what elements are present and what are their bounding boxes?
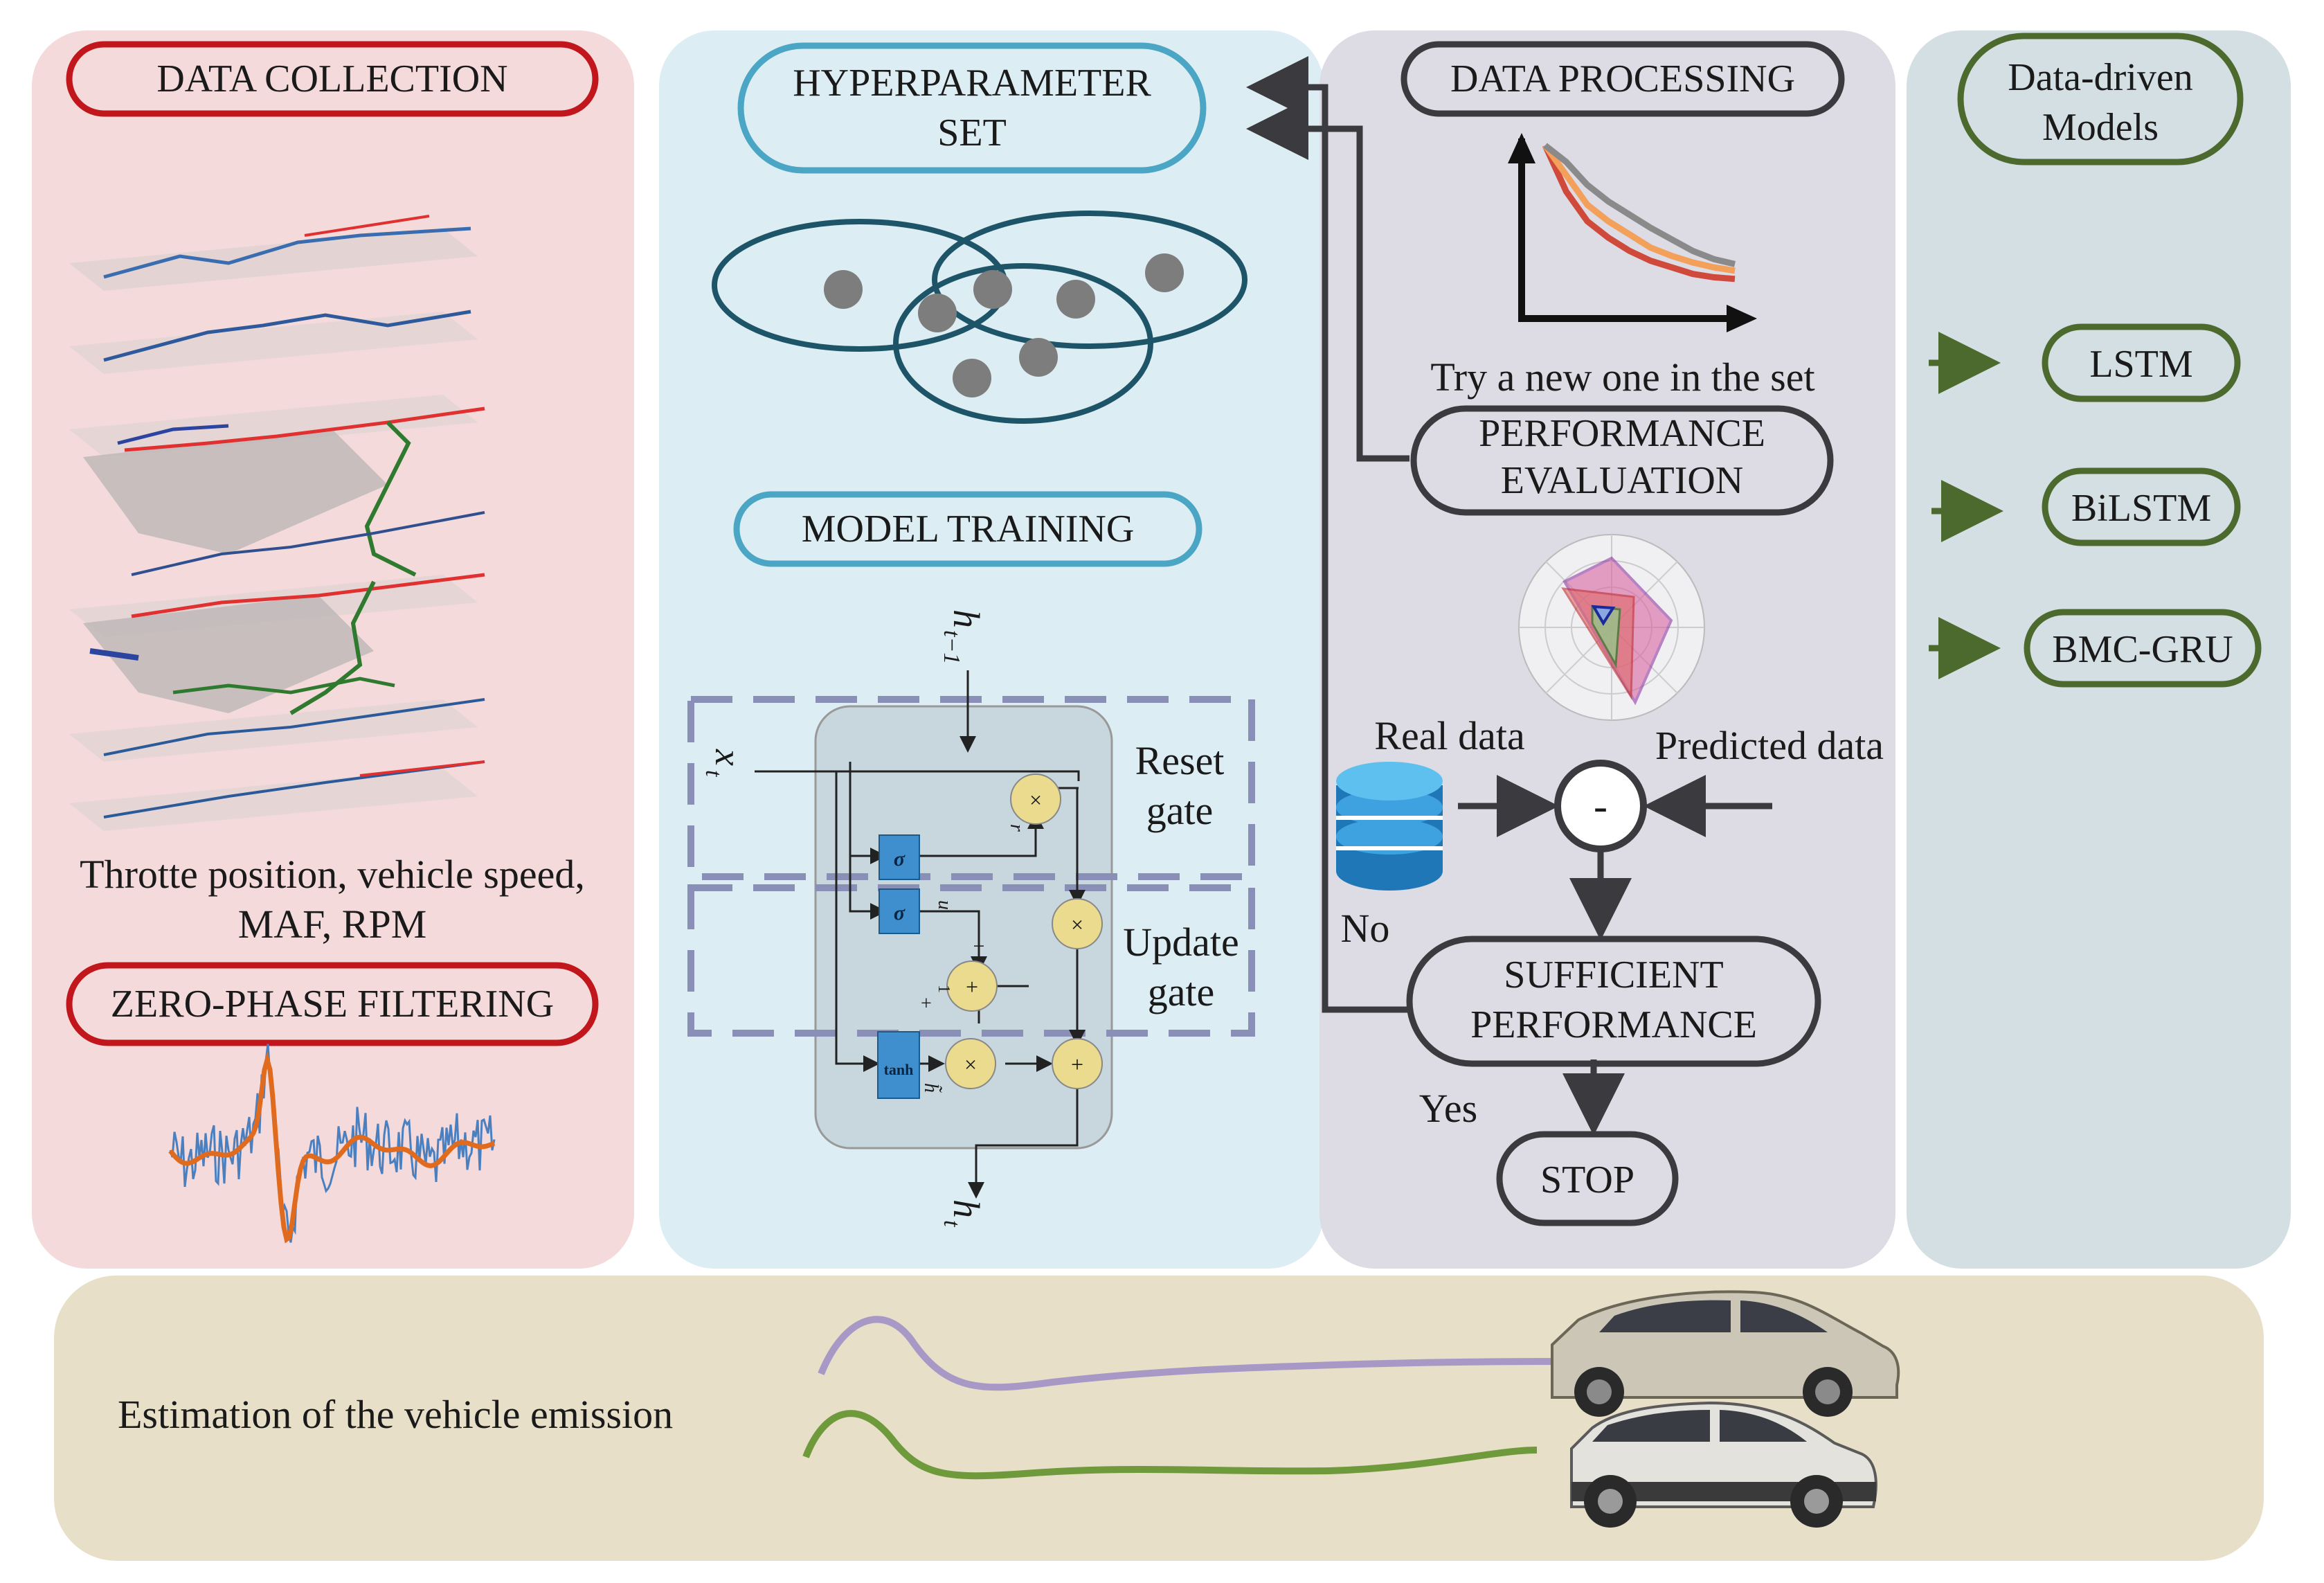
hidden-out-label: h t bbox=[939, 1199, 987, 1228]
performance-evaluation-text-2: EVALUATION bbox=[1501, 459, 1744, 502]
update-gate-region bbox=[687, 884, 1255, 1037]
update-gate-label-2: gate bbox=[1148, 969, 1215, 1014]
performance-evaluation-text-1: PERFORMANCE bbox=[1479, 412, 1765, 455]
svg-text:x: x bbox=[708, 749, 749, 766]
reset-gate-label-1: Reset bbox=[1135, 738, 1225, 783]
tanh-label: tanh bbox=[884, 1061, 914, 1078]
lstm-text: LSTM bbox=[2089, 343, 2192, 386]
sufficient-performance-text-1: SUFFICIENT bbox=[1504, 954, 1723, 996]
sufficient-performance-box: SUFFICIENT PERFORMANCE bbox=[1406, 936, 1821, 1067]
models-title: Data-driven Models bbox=[1957, 33, 2244, 166]
radar-chart-illustration bbox=[1518, 534, 1705, 721]
data-collection-caption-2: MAF, RPM bbox=[238, 902, 427, 947]
reset-output-label: r bbox=[1006, 824, 1027, 832]
hyperparameter-sets-venn bbox=[712, 211, 1247, 424]
chart-y-arrowhead bbox=[1508, 133, 1535, 163]
svg-text:t: t bbox=[939, 1220, 964, 1228]
sufficient-performance-text-2: PERFORMANCE bbox=[1470, 1003, 1757, 1046]
gru-cell-diagram: σ σ tanh × × + × + − 1 + r u h̃ x t h t−… bbox=[687, 609, 1255, 1228]
update-multiply-op: × bbox=[1071, 912, 1083, 937]
models-title-text-2: Models bbox=[2042, 106, 2159, 149]
emission-wave-green bbox=[802, 1410, 1538, 1480]
subtraction-node: - bbox=[1554, 760, 1647, 852]
one-minus-op: + bbox=[966, 974, 978, 999]
one-plus-label: + bbox=[921, 993, 932, 1014]
yes-label: Yes bbox=[1419, 1086, 1477, 1131]
stop-box: STOP bbox=[1496, 1131, 1679, 1226]
candidate-label: h̃ bbox=[920, 1083, 942, 1093]
data-collection-title-text: DATA COLLECTION bbox=[156, 57, 507, 100]
emission-wave-purple bbox=[818, 1316, 1567, 1391]
update-gate-label-1: Update bbox=[1123, 920, 1239, 965]
no-label: No bbox=[1341, 906, 1390, 951]
stop-text: STOP bbox=[1540, 1159, 1634, 1201]
retry-note: Try a new one in the set bbox=[1430, 355, 1814, 400]
loss-curve-2 bbox=[1542, 143, 1736, 274]
input-x-label: x t bbox=[701, 749, 749, 778]
output-add-op: + bbox=[1071, 1052, 1083, 1077]
svg-text:t−1: t−1 bbox=[939, 630, 964, 664]
real-data-label: Real data bbox=[1374, 713, 1524, 758]
reset-gate-region bbox=[687, 696, 1255, 880]
data-processing-title: DATA PROCESSING bbox=[1400, 41, 1845, 117]
model-item-bilstm: BiLSTM bbox=[1931, 467, 2241, 546]
model-item-lstm: LSTM bbox=[1929, 323, 2241, 402]
one-label: 1 bbox=[935, 985, 953, 993]
model-training-text: MODEL TRAINING bbox=[802, 508, 1135, 551]
no-feedback-arrow bbox=[1246, 56, 1409, 1013]
data-collection-caption-1: Throtte position, vehicle speed, bbox=[80, 852, 585, 897]
svg-text:h: h bbox=[946, 1199, 987, 1218]
sigma-update-label: σ bbox=[894, 902, 906, 924]
loss-curves-chart bbox=[1508, 133, 1757, 332]
loss-curve-1 bbox=[1542, 144, 1736, 283]
filtered-signal-plot bbox=[168, 1044, 496, 1244]
subtract-sign: - bbox=[1594, 783, 1607, 829]
data-processing-text: DATA PROCESSING bbox=[1450, 57, 1795, 100]
model-item-bmc-gru: BMC-GRU bbox=[1929, 609, 2262, 688]
database-icon bbox=[1336, 762, 1443, 891]
svg-text:h: h bbox=[946, 609, 987, 628]
hyperparameter-text-1: HYPERPARAMETER bbox=[793, 62, 1151, 105]
sigma-reset-label: σ bbox=[894, 848, 906, 870]
hidden-prev-label: h t−1 bbox=[939, 609, 987, 664]
estimation-caption: Estimation of the vehicle emission bbox=[118, 1392, 673, 1437]
update-output-label: u bbox=[934, 900, 955, 910]
map-stack-illustration bbox=[69, 215, 485, 831]
zero-phase-filtering-title: ZERO-PHASE FILTERING bbox=[66, 962, 599, 1046]
chart-x-arrowhead bbox=[1727, 305, 1757, 332]
reset-gate-label-2: gate bbox=[1146, 788, 1214, 833]
retry-feedback-arrow bbox=[1246, 98, 1409, 462]
model-training-title: MODEL TRAINING bbox=[733, 491, 1202, 567]
sedan-car-icon bbox=[1551, 1290, 1900, 1417]
candidate-multiply-op: × bbox=[964, 1052, 977, 1077]
hyperparameter-set-box: HYPERPARAMETER SET bbox=[737, 42, 1207, 174]
predicted-data-label: Predicted data bbox=[1655, 723, 1884, 768]
reset-multiply-op: × bbox=[1029, 787, 1042, 812]
loss-curve-3 bbox=[1543, 143, 1736, 267]
suv-car-icon bbox=[1570, 1401, 1877, 1528]
bilstm-text: BiLSTM bbox=[2071, 487, 2211, 530]
bmc-gru-text: BMC-GRU bbox=[2052, 628, 2233, 671]
hyperparameter-text-2: SET bbox=[937, 111, 1007, 154]
models-title-text-1: Data-driven bbox=[2008, 56, 2192, 99]
svg-text:t: t bbox=[701, 770, 726, 778]
performance-evaluation-box: PERFORMANCE EVALUATION bbox=[1410, 405, 1834, 516]
data-collection-title: DATA COLLECTION bbox=[66, 41, 599, 117]
models-panel bbox=[1907, 30, 2291, 1269]
zero-phase-filtering-text: ZERO-PHASE FILTERING bbox=[111, 983, 554, 1026]
minus-sign: − bbox=[973, 935, 985, 958]
